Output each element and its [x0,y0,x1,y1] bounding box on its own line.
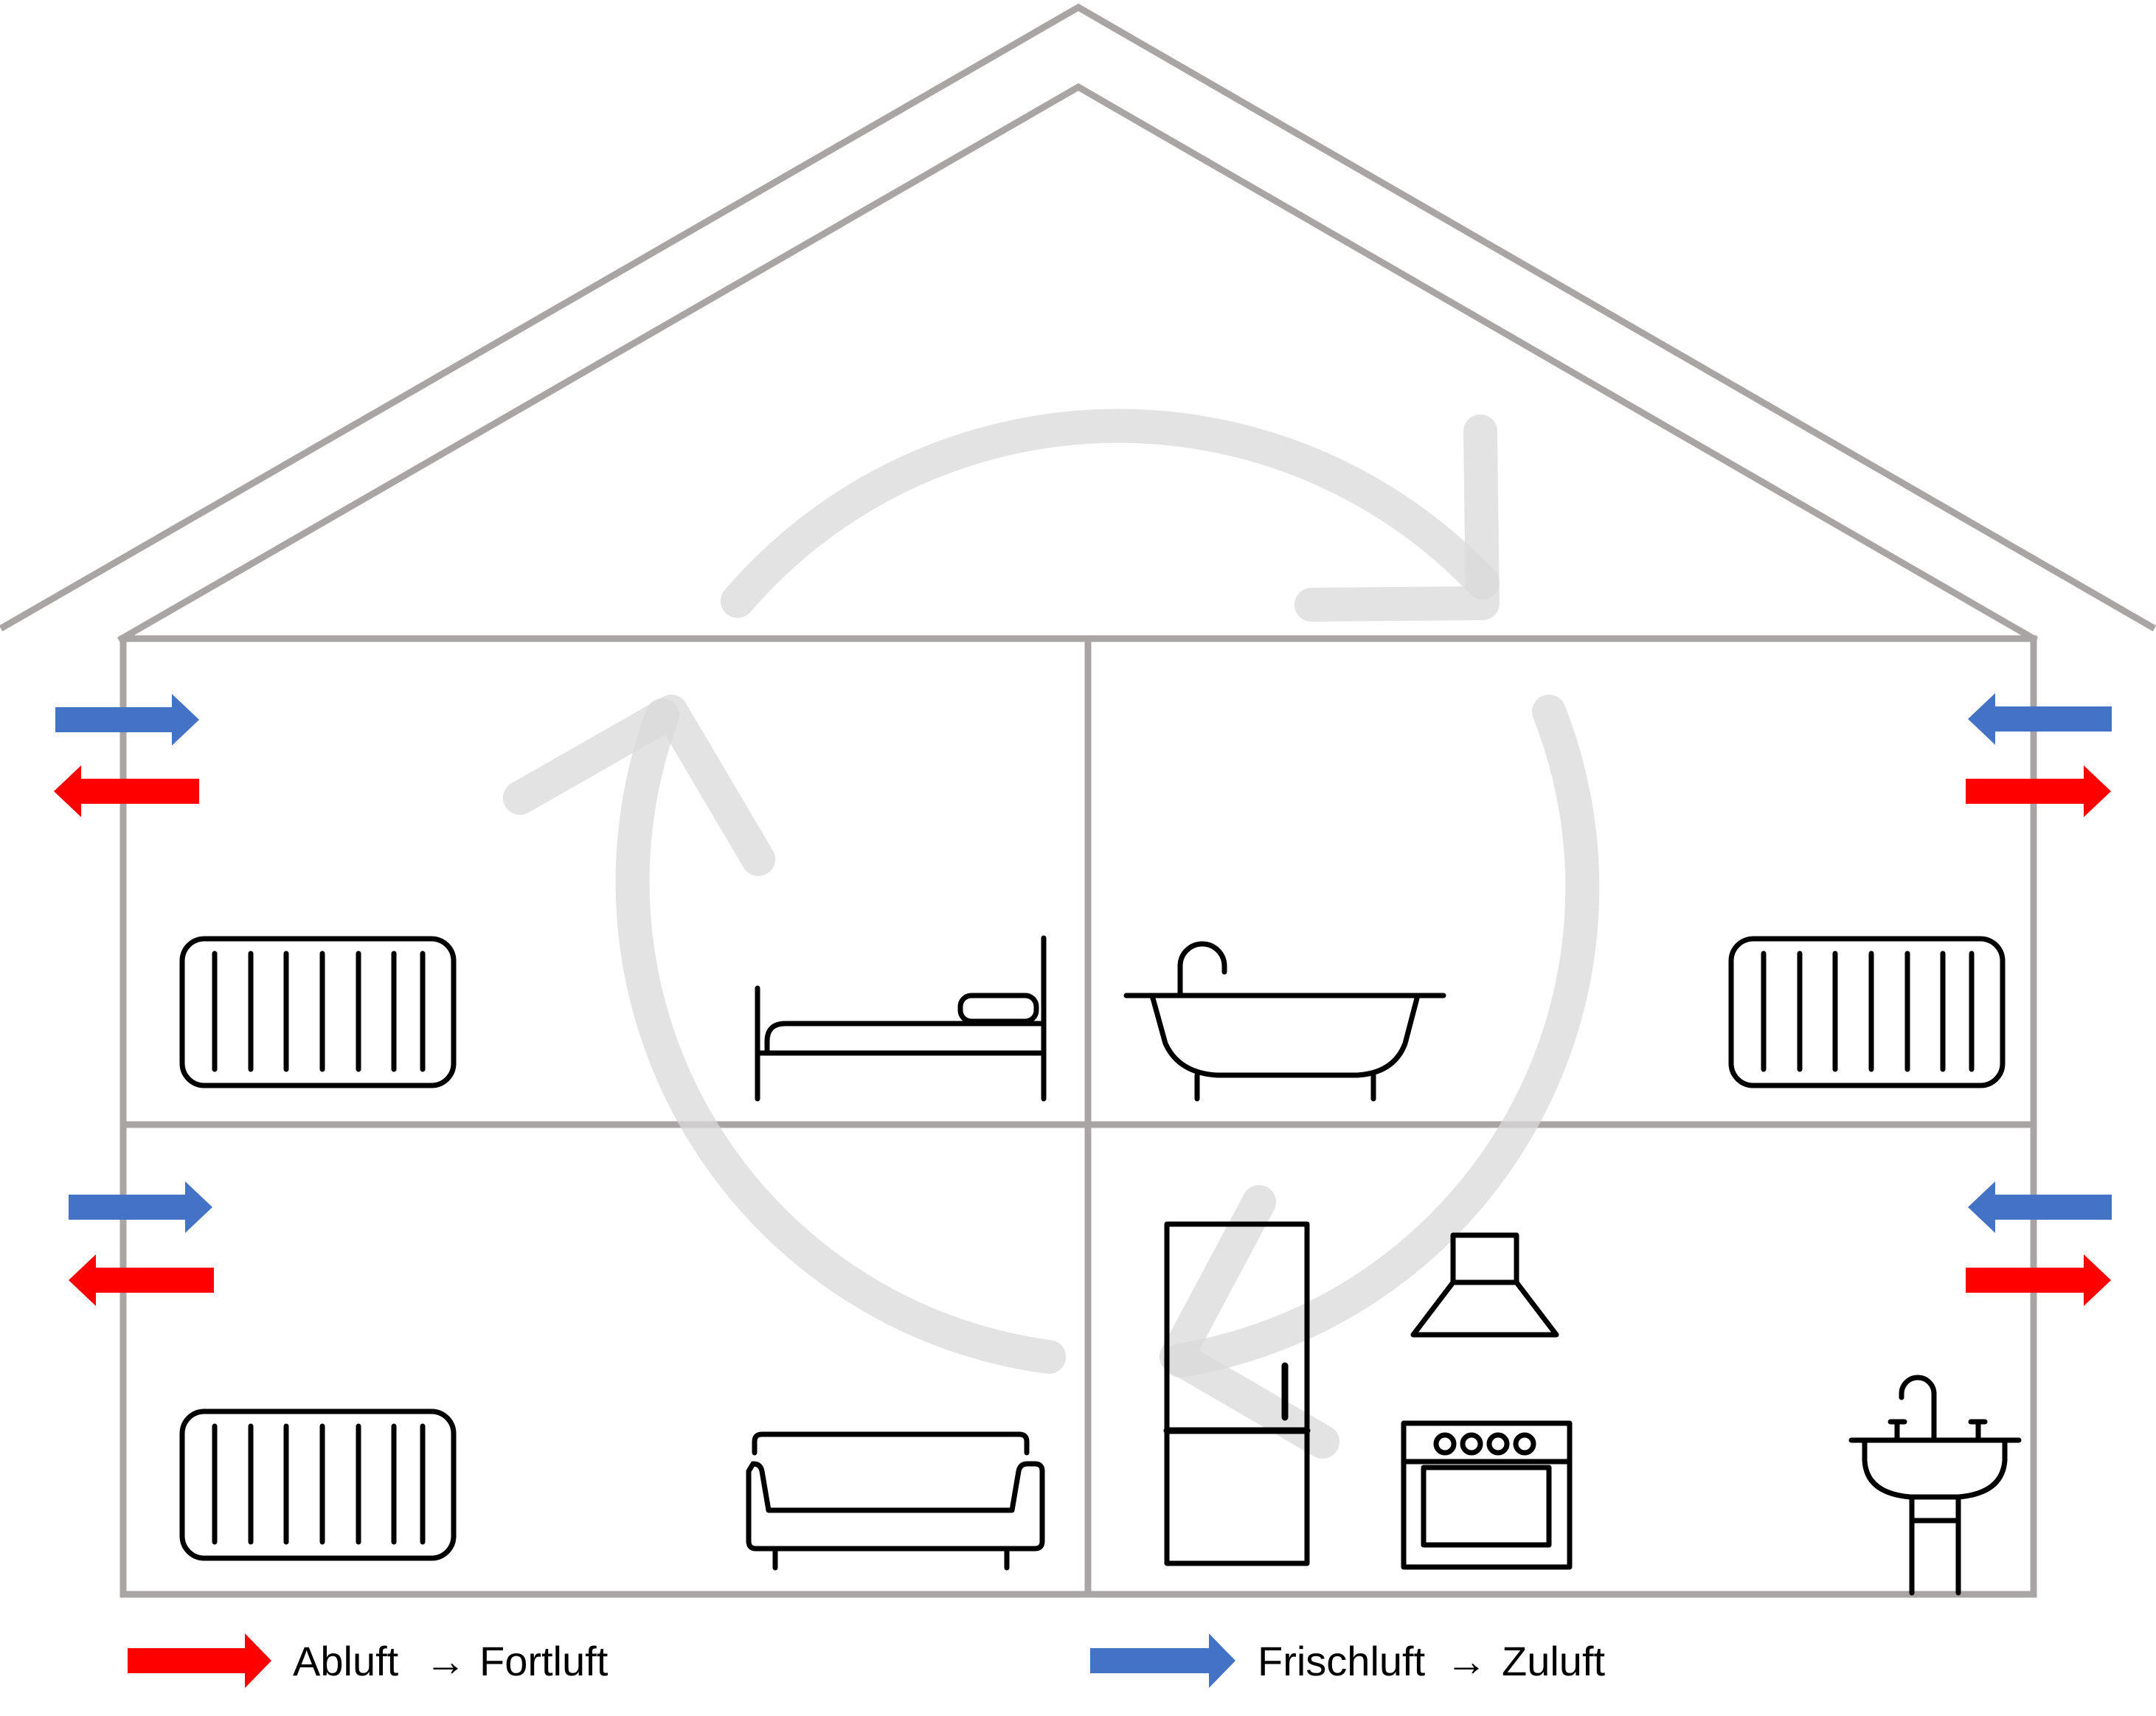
legend-supply-arrow-glyph: → [1446,1638,1487,1684]
sink-icon [1848,1375,2022,1596]
fridge-icon [1163,1221,1311,1566]
supply-arrow-shape [1968,693,2112,745]
legend-supply-from: Frischluft [1258,1638,1426,1684]
room-icons [179,935,2022,1596]
house-walls [119,635,2037,1598]
roof-inner [117,83,2039,644]
radiator-icon [1728,936,2006,1088]
oven-icon [1401,1420,1573,1570]
supply-arrow-lower-right [1968,1181,2112,1233]
exhaust-arrow-lower-right [1966,1254,2111,1306]
circulation-arc-top [721,409,1500,618]
legend-exhaust-to: Fortluft [479,1638,609,1684]
supply-arrow-lower-left [69,1181,212,1233]
wall-air-arrows [54,693,2112,1306]
exhaust-arrow-shape [54,765,199,817]
legend-exhaust-from: Abluft [293,1638,399,1684]
legend-exhaust-arrow [128,1633,271,1688]
bed-icon [755,935,1047,1102]
legend-exhaust: Abluft → Fortluft [128,1633,609,1688]
circulation-arrowhead-right [1160,1185,1339,1459]
legend-supply-arrow [1090,1633,1235,1688]
house-structure [0,3,2156,1598]
supply-arrow-shape [69,1181,212,1233]
radiator-icon [179,1408,457,1561]
exhaust-arrow-shape [69,1254,214,1306]
roof-outer [0,3,2156,632]
circulation-arrowhead-left [503,695,775,876]
legend-supply-to: Zuluft [1502,1638,1605,1684]
bathtub-icon [1123,941,1446,1102]
exhaust-arrow-shape [1966,1254,2111,1306]
circulation-arc-left [615,698,1066,1374]
range-hood-icon [1410,1232,1559,1338]
exhaust-arrow-shape [1966,765,2111,817]
supply-arrow-shape [1968,1181,2112,1233]
radiator-icon [179,936,457,1088]
exhaust-arrow-lower-left [69,1254,214,1306]
exhaust-arrow-upper-right [1966,765,2111,817]
supply-arrow-upper-left [55,694,199,746]
legend-supply: Frischluft → Zuluft [1090,1633,1605,1688]
legend: Abluft → Fortluft Frischluft → Zuluft [128,1633,1605,1688]
legend-exhaust-arrow-glyph: → [425,1638,466,1684]
air-circulation [503,409,1600,1459]
circulation-arrowhead-top [1294,414,1500,622]
sofa-icon [746,1431,1045,1571]
supply-arrow-upper-right [1968,693,2112,745]
supply-arrow-shape [55,694,199,746]
exhaust-arrow-upper-left [54,765,199,817]
